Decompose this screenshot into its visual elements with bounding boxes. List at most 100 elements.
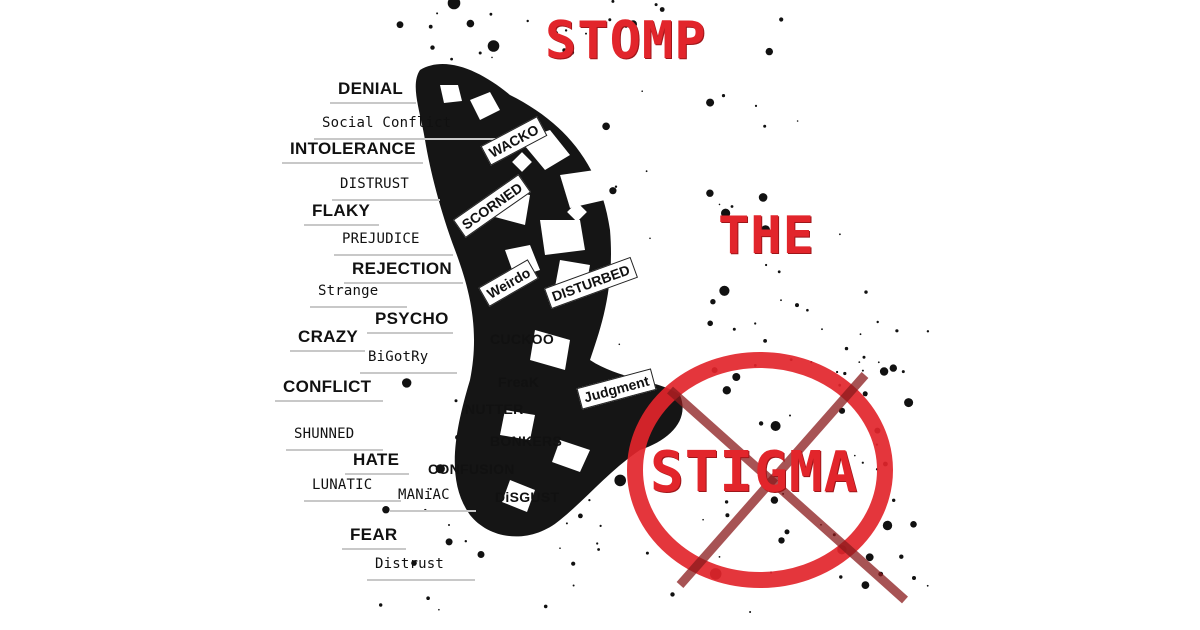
ink-drop [854, 454, 856, 457]
paper-strip [282, 162, 423, 164]
stigma-word: DISTRUST [340, 176, 410, 192]
ink-drop [629, 20, 637, 28]
ink-drop [784, 529, 790, 535]
ink-drop [861, 369, 864, 372]
ink-drop [448, 524, 450, 526]
ink-drop [770, 496, 779, 504]
paper-strip [367, 579, 475, 581]
ink-drop [429, 487, 432, 491]
ink-drop [754, 322, 757, 325]
ink-drop [707, 320, 713, 327]
ink-drop [763, 124, 767, 128]
ink-drop [450, 57, 453, 61]
stigma-word: CRAZY [298, 327, 359, 346]
paper-strip [332, 199, 440, 201]
paper-strip [367, 332, 453, 334]
ink-drop [614, 474, 626, 487]
ink-drop [487, 40, 500, 52]
ink-drop [795, 303, 799, 308]
ink-drop [569, 49, 575, 55]
ink-drop [641, 90, 643, 92]
stigma-word: PREJUDICE [342, 231, 420, 247]
stigma-word: LUNATIC [312, 477, 373, 493]
ink-drop [721, 208, 731, 218]
ink-drop [645, 551, 649, 555]
ink-drop [706, 98, 715, 107]
paper-strip [334, 254, 453, 256]
ink-drop [491, 56, 493, 59]
ink-drop [426, 596, 430, 600]
paper-strip [345, 473, 409, 475]
ink-drop [865, 394, 867, 397]
ink-drop [839, 233, 841, 236]
ink-drop [624, 25, 628, 28]
ink-drop [882, 520, 893, 531]
paper-strip [344, 282, 463, 284]
ink-drop [758, 193, 768, 202]
ink-drop [466, 19, 475, 28]
stigma-word: FEAR [350, 525, 398, 544]
ink-drop [611, 0, 615, 3]
ink-drop [749, 611, 752, 613]
ink-drop [670, 592, 675, 597]
ink-drop [724, 500, 729, 504]
boot-word: BONKERS [490, 433, 563, 449]
ink-drop [719, 285, 730, 296]
ink-drop [379, 603, 383, 607]
ink-drop [765, 263, 768, 267]
ink-drop [596, 542, 599, 545]
ink-drop [839, 575, 843, 579]
ink-drop [559, 547, 561, 549]
boot-word: NUTTER [465, 401, 524, 417]
ink-drop [430, 45, 435, 50]
title-stomp: STOMP [545, 11, 707, 71]
ink-drop [554, 31, 558, 35]
ink-drop [861, 581, 870, 589]
stigma-word: PSYCHO [375, 309, 449, 328]
ink-drop [428, 24, 433, 29]
ink-drop [843, 371, 847, 376]
ink-drop [396, 21, 404, 29]
prohibition-symbol [627, 352, 908, 604]
ink-drop [564, 29, 568, 32]
ink-drop [702, 518, 704, 521]
ink-drop [447, 0, 461, 10]
ink-drop [571, 561, 576, 566]
ink-drop [780, 299, 782, 302]
ink-drop [402, 378, 412, 388]
title-the: THE [718, 206, 815, 266]
stigma-word: MANiAC [398, 487, 450, 503]
ink-drop [876, 320, 879, 324]
paper-strip [342, 548, 406, 550]
stigma-word: REJECTION [352, 259, 452, 278]
ink-drop [706, 189, 714, 197]
ink-drop [861, 461, 864, 464]
ink-drop [588, 499, 591, 502]
ink-drop [659, 7, 665, 12]
ink-drop [859, 333, 862, 336]
title-stigma: STIGMA [650, 440, 859, 505]
ink-drop [895, 329, 899, 333]
ink-drop [489, 12, 493, 16]
paper-strip [330, 102, 416, 104]
stigma-word: BiGotRy [368, 349, 429, 365]
ink-drop [879, 367, 889, 376]
paper-strip [286, 449, 383, 451]
stigma-word: FLAKY [312, 201, 371, 220]
ink-drop [614, 185, 618, 188]
ink-drop [758, 421, 764, 426]
ink-drop [858, 361, 861, 363]
ink-drop [864, 290, 868, 294]
ink-drop [725, 513, 730, 518]
ink-drop [779, 17, 784, 22]
ink-drop [436, 12, 439, 15]
paper-strip [275, 400, 383, 402]
ink-drop [565, 522, 568, 525]
ink-drop [806, 308, 809, 312]
ink-drop [578, 513, 583, 519]
ink-drop [732, 327, 736, 331]
stigma-word: Distrust [375, 556, 445, 572]
ink-drop [438, 608, 440, 611]
ink-drop [778, 537, 785, 544]
ink-drop [926, 584, 929, 587]
